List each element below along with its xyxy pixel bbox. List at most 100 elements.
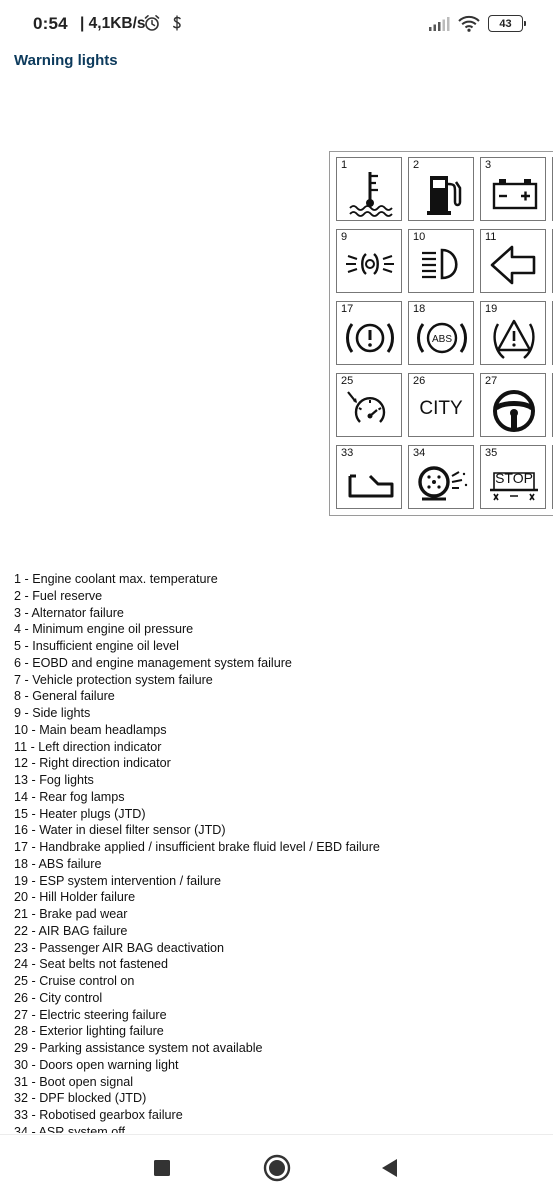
legend-item: 7 - Vehicle protection system failure (14, 672, 213, 687)
legend-item: 26 - City control (14, 990, 103, 1005)
recents-square-icon (154, 1160, 170, 1176)
legend-item: 16 - Water in diesel filter sensor (JTD) (14, 823, 226, 838)
legend-item: 32 - DPF blocked (JTD) (14, 1091, 147, 1106)
cell-number: 25 (341, 375, 354, 387)
legend-item: 14 - Rear fog lamps (14, 789, 125, 804)
stop-icon: STOP (490, 470, 538, 501)
cell-number: 3 (485, 159, 492, 171)
steering-wheel-icon (493, 390, 535, 432)
legend-item: 17 - Handbrake applied / insufficient br… (14, 840, 380, 854)
warning-light-cell-2: 2 (408, 157, 474, 221)
warning-light-cell-3: 3 (480, 157, 546, 221)
warning-light-cell-33: 33 (336, 445, 402, 509)
cell-number: 19 (485, 303, 498, 315)
city-text-icon: CITY (419, 398, 463, 419)
warning-light-cell-18: 18 ABS (408, 301, 474, 365)
coolant-temperature-icon (349, 172, 393, 217)
legend-item: 2 - Fuel reserve (14, 588, 103, 603)
legend-item: 33 - Robotised gearbox failure (14, 1108, 183, 1122)
alarm-clock-icon (144, 15, 160, 31)
legend-item: 13 - Fog lights (14, 773, 94, 787)
warning-light-cell-1: 1 (336, 157, 402, 221)
battery-indicator: 43 (488, 15, 526, 32)
abs-icon: ABS (417, 322, 467, 354)
warning-light-cell-25: 25 (336, 373, 402, 437)
home-circle-icon (263, 1154, 291, 1182)
cell-number: 11 (485, 231, 497, 243)
status-time: 0:54 (33, 14, 68, 33)
back-button[interactable] (375, 1153, 405, 1183)
legend-item: 27 - Electric steering failure (14, 1007, 167, 1022)
back-triangle-icon (382, 1159, 397, 1177)
brake-warning-icon (346, 323, 394, 353)
legend-item: 5 - Insufficient engine oil level (14, 639, 179, 653)
warning-light-cell-9: 9 (336, 229, 402, 293)
fuel-pump-icon (427, 176, 462, 215)
wifi-icon (458, 15, 480, 32)
cruise-control-icon (347, 391, 386, 423)
cell-number: 33 (341, 447, 354, 459)
legend-item: 8 - General failure (14, 689, 115, 704)
status-bar: 0:54 | 4,1KB/s 43 (0, 0, 553, 50)
legend-item: 6 - EOBD and engine management system fa… (14, 655, 292, 670)
cell-number: 2 (413, 159, 420, 171)
dollar-sign-icon (173, 15, 181, 31)
legend-item: 29 - Parking assistance system not avail… (14, 1041, 263, 1055)
recents-button[interactable] (147, 1153, 177, 1183)
home-button[interactable] (262, 1153, 292, 1183)
warning-light-cell-35: 35 STOP (480, 445, 546, 509)
warning-lights-legend: 1 - Engine coolant max. temperature 2 - F… (14, 571, 544, 1133)
warning-light-cell-17: 17 (336, 301, 402, 365)
legend-item: 25 - Cruise control on (14, 974, 135, 988)
signal-strength-icon (429, 16, 450, 31)
cell-number: 1 (341, 159, 348, 171)
dpf-icon (418, 466, 468, 501)
legend-item: 34 - ASR system off (14, 1124, 126, 1133)
main-beam-icon (422, 248, 458, 280)
cell-number: 34 (413, 447, 426, 459)
legend-item: 19 - ESP system intervention / failure (14, 873, 221, 888)
legend-item: 9 - Side lights (14, 706, 91, 720)
cell-number: 17 (341, 303, 354, 315)
battery-level: 43 (499, 17, 512, 30)
cell-number: 26 (413, 375, 426, 387)
legend-item: 30 - Doors open warning light (14, 1057, 179, 1072)
cell-number: 10 (413, 231, 426, 243)
legend-item: 22 - AIR BAG failure (14, 923, 128, 938)
legend-item: 1 - Engine coolant max. temperature (14, 572, 218, 586)
legend-item: 28 - Exterior lighting failure (14, 1024, 164, 1039)
warning-lights-figure: 1 2 3 9 (329, 151, 553, 516)
legend-item: 12 - Right direction indicator (14, 756, 171, 771)
esp-icon (493, 319, 535, 359)
cell-number: 18 (413, 303, 426, 315)
legend-item: 21 - Brake pad wear (14, 907, 128, 921)
warning-light-cell-19: 19 (480, 301, 546, 365)
legend-item: 10 - Main beam headlamps (14, 722, 167, 737)
side-lights-icon (346, 253, 394, 275)
legend-item: 18 - ABS failure (14, 856, 102, 871)
warning-light-cell-11: 11 (480, 229, 546, 293)
warning-light-cell-26: 26 CITY (408, 373, 474, 437)
warning-light-cell-10: 10 (408, 229, 474, 293)
status-right-icons: 43 (428, 15, 526, 32)
cell-number: 35 (485, 447, 498, 459)
legend-item: 3 - Alternator failure (14, 605, 124, 620)
network-speed: | 4,1KB/s (80, 15, 146, 32)
legend-item: 31 - Boot open signal (14, 1074, 134, 1089)
gearbox-icon (348, 474, 394, 498)
warning-light-cell-27: 27 (480, 373, 546, 437)
legend-item: 15 - Heater plugs (JTD) (14, 806, 146, 821)
cell-number: 9 (341, 231, 348, 243)
legend-item: 24 - Seat belts not fastened (14, 957, 169, 972)
abs-label: ABS (432, 334, 452, 345)
legend-item: 4 - Minimum engine oil pressure (14, 622, 194, 637)
battery-icon (492, 179, 538, 210)
page-title: Warning lights (14, 52, 118, 69)
legend-item: 11 - Left direction indicator (14, 739, 162, 754)
legend-item: 23 - Passenger AIR BAG deactivation (14, 940, 225, 955)
navigation-bar (0, 1134, 553, 1200)
warning-light-cell-34: 34 (408, 445, 474, 509)
stop-label: STOP (495, 470, 533, 486)
left-arrow-icon (490, 245, 536, 285)
cell-number: 27 (485, 375, 498, 387)
